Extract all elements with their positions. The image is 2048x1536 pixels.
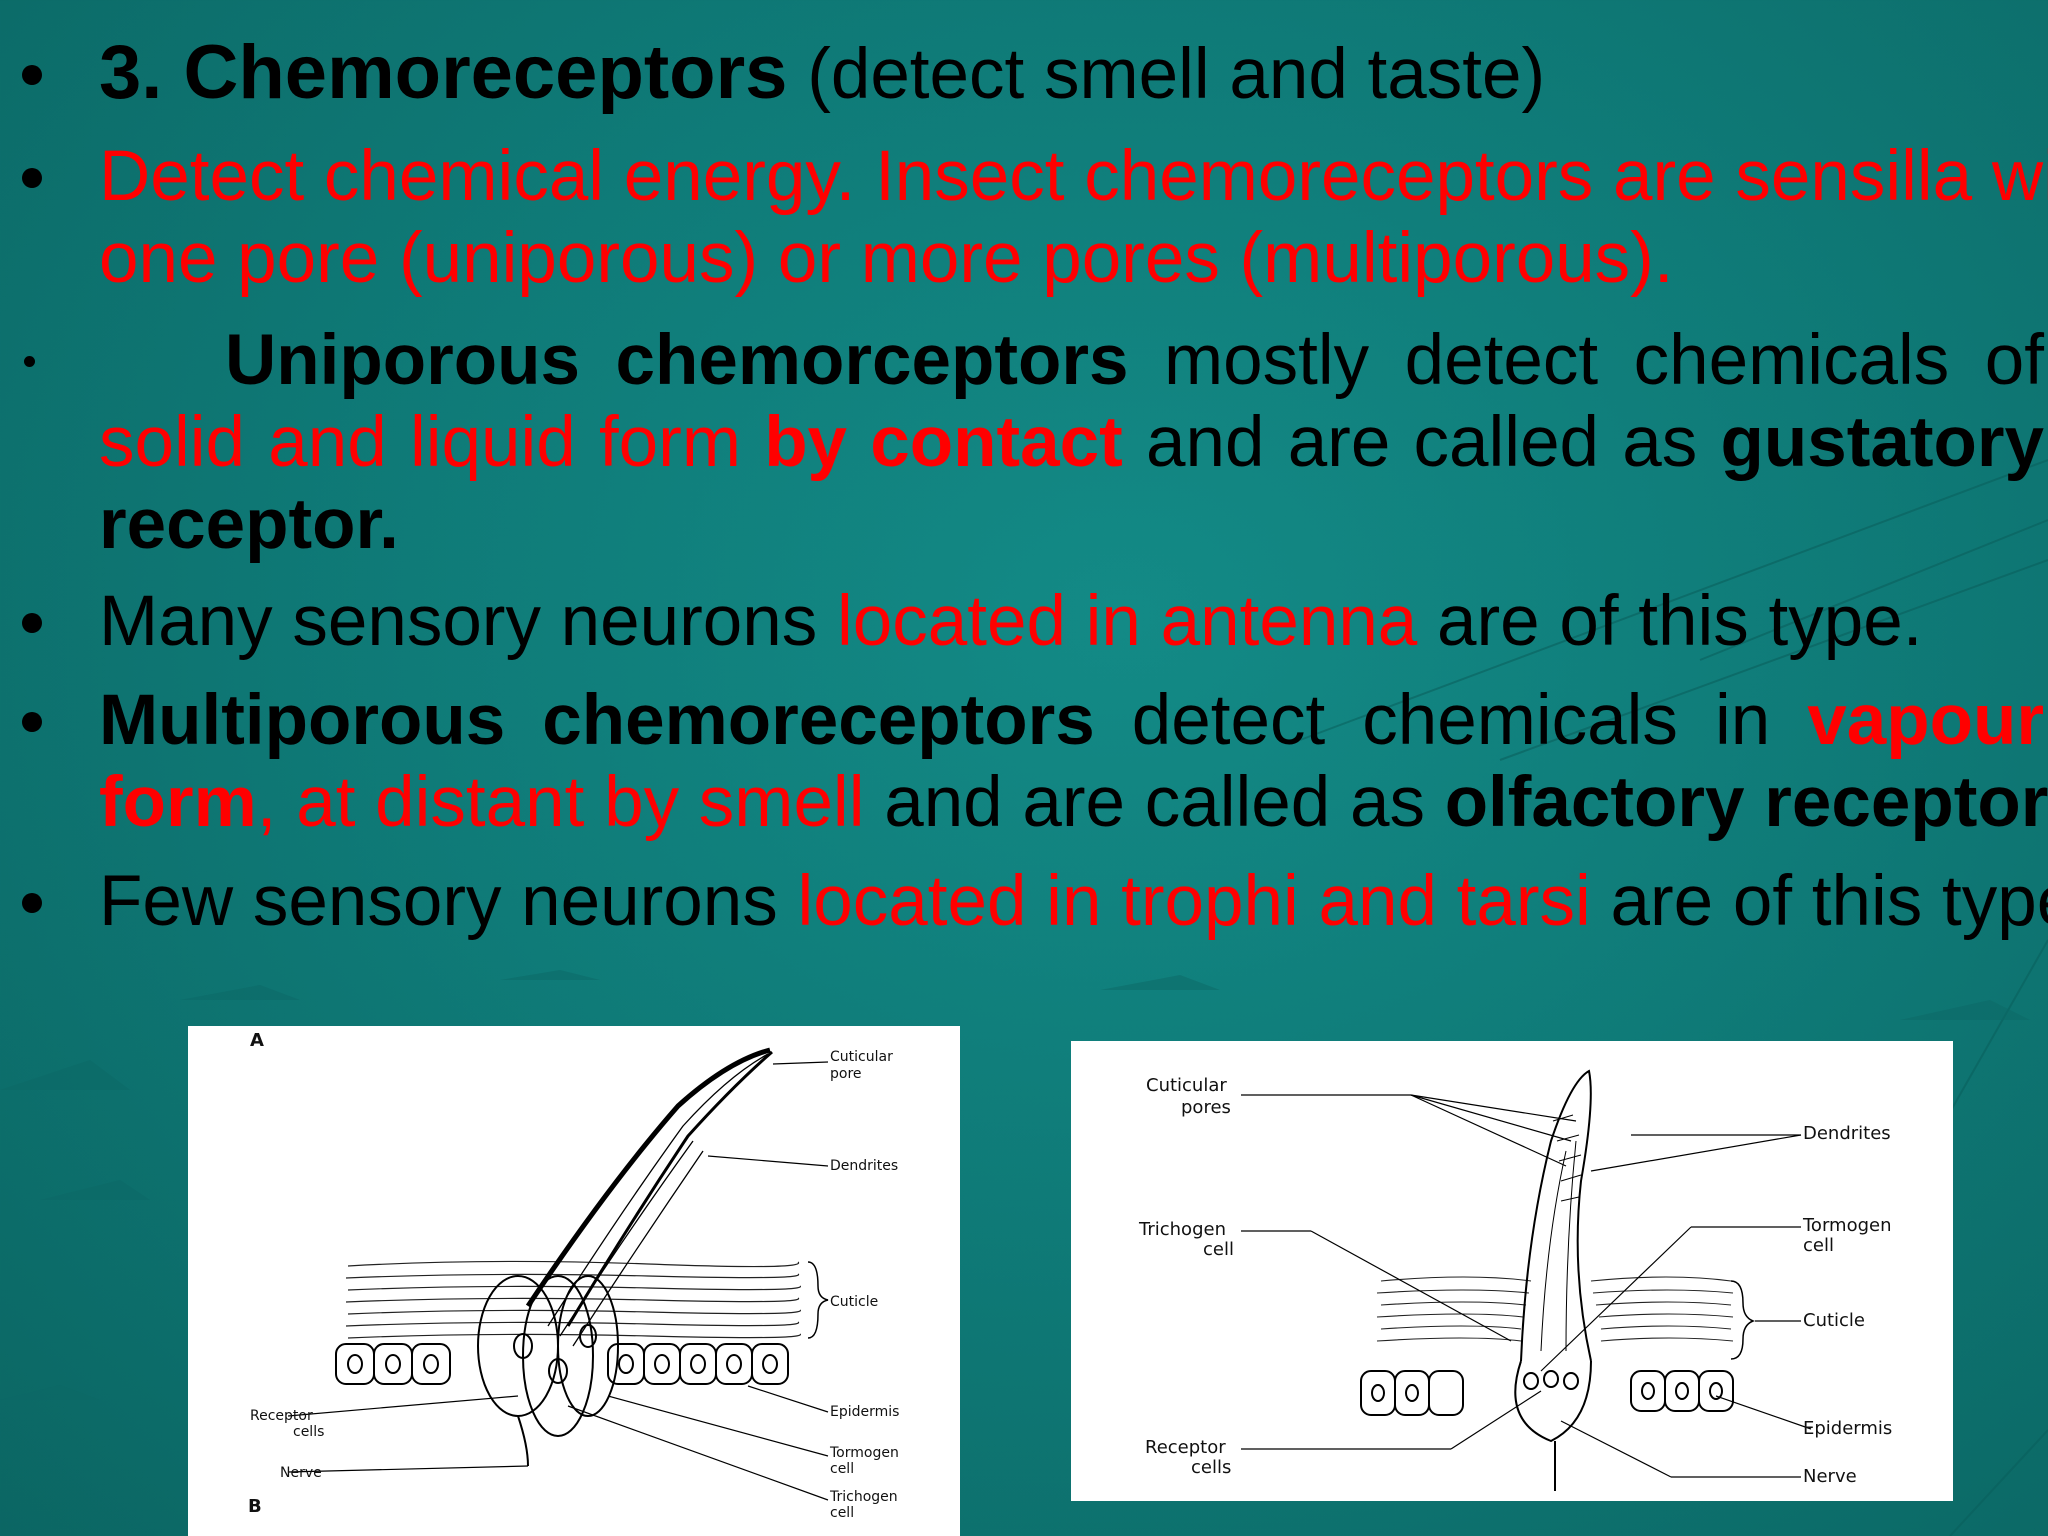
- label-trichogen-2: cell: [1203, 1239, 1234, 1260]
- bullet2-text: Detect chemical energy. Insect chemorece…: [99, 136, 2048, 300]
- label-trichogen-2: cell: [830, 1505, 854, 1521]
- label-receptor-1: Receptor: [1145, 1437, 1226, 1458]
- label-nerve: Nerve: [280, 1465, 322, 1481]
- label-trichogen-1: Trichogen: [1138, 1219, 1226, 1240]
- label-tormogen-1: Tormogen: [829, 1445, 899, 1461]
- bullet-dot: [22, 168, 42, 188]
- vapour-term: vapour: [1807, 681, 2044, 760]
- bullet-dot: [22, 893, 42, 913]
- label-dendrites: Dendrites: [1803, 1123, 1891, 1144]
- epidermis-cells: [1360, 1370, 1734, 1416]
- socket-cells: [477, 1275, 619, 1467]
- uniporous-sensillum-diagram: A B: [188, 1026, 960, 1536]
- bullet5-text: Multiporous chemoreceptors detect chemic…: [99, 680, 2048, 844]
- label-tormogen-1: Tormogen: [1802, 1215, 1892, 1236]
- bullet4-red: located in antenna: [836, 582, 1418, 661]
- multiporous-term: Multiporous chemoreceptors: [99, 681, 1095, 760]
- label-cuticular-pore-1: Cuticular: [830, 1049, 893, 1065]
- bullet3-text1: mostly detect chemicals of: [1128, 321, 2045, 400]
- leader-lines: [1241, 1094, 1812, 1478]
- bullet5-text1: detect chemicals in: [1094, 681, 1808, 760]
- bullet3-text2: and are called as: [1122, 403, 1721, 482]
- label-cuticle: Cuticle: [1803, 1310, 1865, 1331]
- bullet3-red: solid and liquid form: [99, 403, 765, 482]
- bullet6-text1: Few sensory neurons: [99, 862, 798, 941]
- epidermis-cells: [335, 1343, 789, 1385]
- multiporous-diagram-svg: Cuticular pores Dendrites Trichogen cell…: [1138, 1069, 1892, 1491]
- heading-title: 3. Chemoreceptors: [99, 30, 788, 115]
- bullet2-line1: Detect chemical energy. Insect chemorece…: [99, 137, 2048, 216]
- label-cuticular-pore-2: pore: [830, 1066, 862, 1082]
- label-tormogen-2: cell: [830, 1461, 854, 1477]
- bullet5-text2: and are called as: [864, 763, 1445, 842]
- bullet-dot: [22, 712, 42, 732]
- bullet-dot: [22, 65, 42, 85]
- bullet6-text2: are of this type.: [1590, 862, 2048, 941]
- leader-lines: [287, 1061, 829, 1501]
- cuticle-brace: [1730, 1280, 1756, 1360]
- bullet4-text1: Many sensory neurons: [99, 582, 837, 661]
- bullet-dot: [22, 613, 42, 633]
- sensillum-hair: [1514, 1069, 1592, 1491]
- uniporous-term: Uniporous chemorceptors: [225, 321, 1129, 400]
- sensillum-hair: [525, 1047, 773, 1347]
- label-cuticular-pores-2: pores: [1181, 1097, 1231, 1118]
- label-nerve: Nerve: [1803, 1466, 1857, 1487]
- label-cuticular-pores-1: Cuticular: [1146, 1075, 1227, 1096]
- gustatory-term: gustatory: [1720, 403, 2045, 482]
- label-trichogen-1: Trichogen: [829, 1489, 898, 1505]
- bullet4-text: Many sensory neurons located in antenna …: [99, 581, 2044, 663]
- bullet3-line1: Uniporous chemorceptors mostly detect ch…: [99, 320, 2044, 402]
- cuticle-brace: [807, 1261, 829, 1339]
- panel-a-label: A: [250, 1030, 264, 1051]
- cuticle-layer: [345, 1260, 801, 1339]
- bullet4-text2: are of this type.: [1417, 582, 1923, 661]
- uniporous-diagram-svg: A B: [248, 1030, 899, 1521]
- bullet6-red: located in trophi and tarsi: [797, 862, 1591, 941]
- heading-subtitle: (detect smell and taste): [807, 35, 1546, 114]
- bullet3-line3: receptor.: [99, 484, 2044, 566]
- bullet5-red: , at distant by smell: [256, 763, 865, 842]
- bullet3-text: Uniporous chemorceptors mostly detect ch…: [99, 320, 2044, 566]
- bullet-dot: [24, 356, 35, 367]
- bullet2-line2: one pore (uniporous) or more pores (mult…: [99, 219, 1674, 298]
- bullet6-text: Few sensory neurons located in trophi an…: [99, 861, 2048, 943]
- olfactory-term: olfactory receptor: [1444, 763, 2048, 842]
- label-dendrites: Dendrites: [830, 1158, 898, 1174]
- label-tormogen-2: cell: [1803, 1235, 1834, 1256]
- label-receptor-2: cells: [1191, 1457, 1231, 1478]
- label-epidermis: Epidermis: [830, 1404, 899, 1420]
- label-receptor-1: Receptor: [250, 1408, 313, 1424]
- label-cuticle: Cuticle: [830, 1294, 878, 1310]
- heading-text: 3. Chemoreceptors (detect smell and tast…: [99, 32, 2044, 116]
- bullet3-red-bold: by contact: [764, 403, 1123, 482]
- receptor-term: receptor.: [99, 485, 399, 564]
- bullet3-line2: solid and liquid form by contact and are…: [99, 402, 2044, 484]
- label-receptor-2: cells: [293, 1424, 324, 1440]
- panel-b-label: B: [248, 1496, 262, 1517]
- multiporous-sensillum-diagram: Cuticular pores Dendrites Trichogen cell…: [1071, 1041, 1953, 1501]
- bullet5-line2: form, at distant by smell and are called…: [99, 762, 2048, 844]
- cuticle-layer: [1376, 1276, 1734, 1342]
- label-epidermis: Epidermis: [1803, 1418, 1892, 1439]
- form-term: form: [99, 763, 257, 842]
- bullet5-line1: Multiporous chemoreceptors detect chemic…: [99, 680, 2044, 762]
